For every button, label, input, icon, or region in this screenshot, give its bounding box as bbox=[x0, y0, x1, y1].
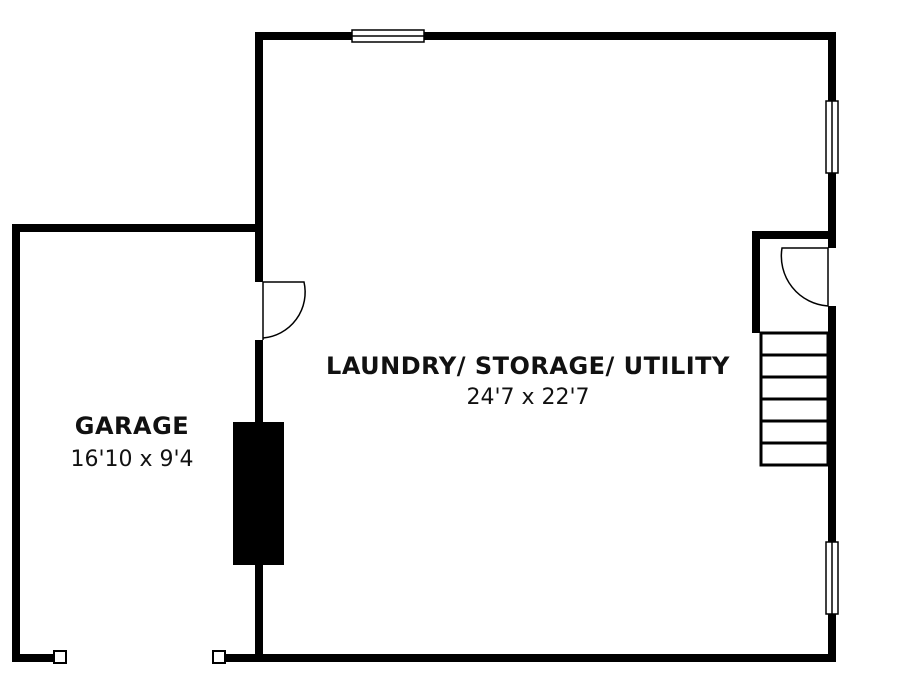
garage-top-wall bbox=[12, 224, 263, 232]
window-top bbox=[351, 29, 425, 43]
chimney-block bbox=[233, 422, 284, 565]
closet-left-wall bbox=[752, 231, 760, 333]
garage-door-jamb-left bbox=[53, 650, 67, 664]
garage-door-jambs bbox=[53, 650, 226, 664]
closet-top-wall bbox=[752, 231, 836, 239]
laundry-room-name: LAUNDRY/ STORAGE/ UTILITY bbox=[326, 352, 730, 380]
garage-bottom-wall-left bbox=[12, 654, 66, 662]
window-right-upper bbox=[825, 100, 839, 174]
laundry-room-dimensions: 24'7 x 22'7 bbox=[466, 385, 589, 410]
garage-door-jamb-right bbox=[212, 650, 226, 664]
door-garage-to-laundry bbox=[262, 281, 306, 340]
door-closet bbox=[780, 247, 829, 307]
laundry-bottom-wall bbox=[255, 654, 836, 662]
windows bbox=[351, 29, 839, 615]
garage-room-name: GARAGE bbox=[75, 412, 189, 440]
walls bbox=[12, 32, 836, 662]
window-right-lower bbox=[825, 541, 839, 615]
garage-room-dimensions: 16'10 x 9'4 bbox=[70, 447, 193, 472]
laundry-top-wall bbox=[256, 32, 836, 40]
laundry-left-wall-upper bbox=[255, 32, 263, 282]
garage-bottom-wall-right bbox=[212, 654, 263, 662]
laundry-right-wall-mid bbox=[828, 306, 836, 466]
garage-left-wall bbox=[12, 224, 20, 662]
stairs bbox=[759, 331, 830, 467]
